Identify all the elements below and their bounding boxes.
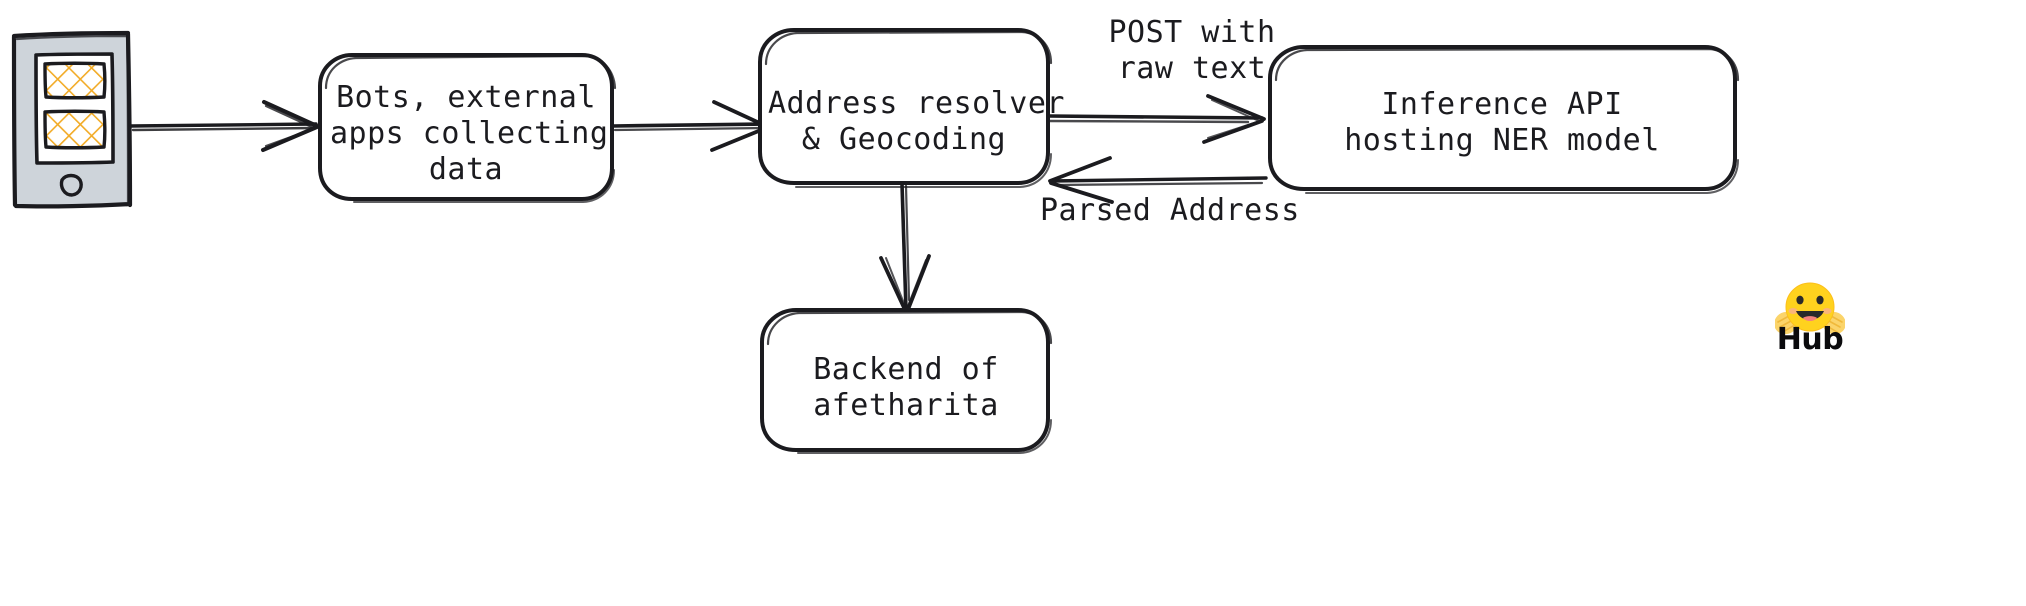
node-inference-api[interactable] (1268, 45, 1740, 194)
hub-label: Hub (1776, 322, 1844, 357)
node-address-resolver[interactable] (758, 28, 1053, 188)
edge-resolver-to-inference (1047, 94, 1266, 144)
edge-bots-to-resolver (611, 100, 768, 152)
edge-resolver-to-backend (879, 182, 931, 314)
edge-device-to-bots (129, 100, 319, 152)
node-backend[interactable] (760, 308, 1053, 454)
huggingface-hub-badge: Hub (1755, 280, 1865, 366)
mobile-phone-icon (11, 30, 133, 209)
node-bots-apps[interactable] (318, 53, 617, 203)
edge-inference-to-resolver (1048, 156, 1268, 204)
hugging-face-icon (1775, 282, 1845, 335)
edge-label-parsed-address: Parsed Address (1040, 193, 1300, 228)
